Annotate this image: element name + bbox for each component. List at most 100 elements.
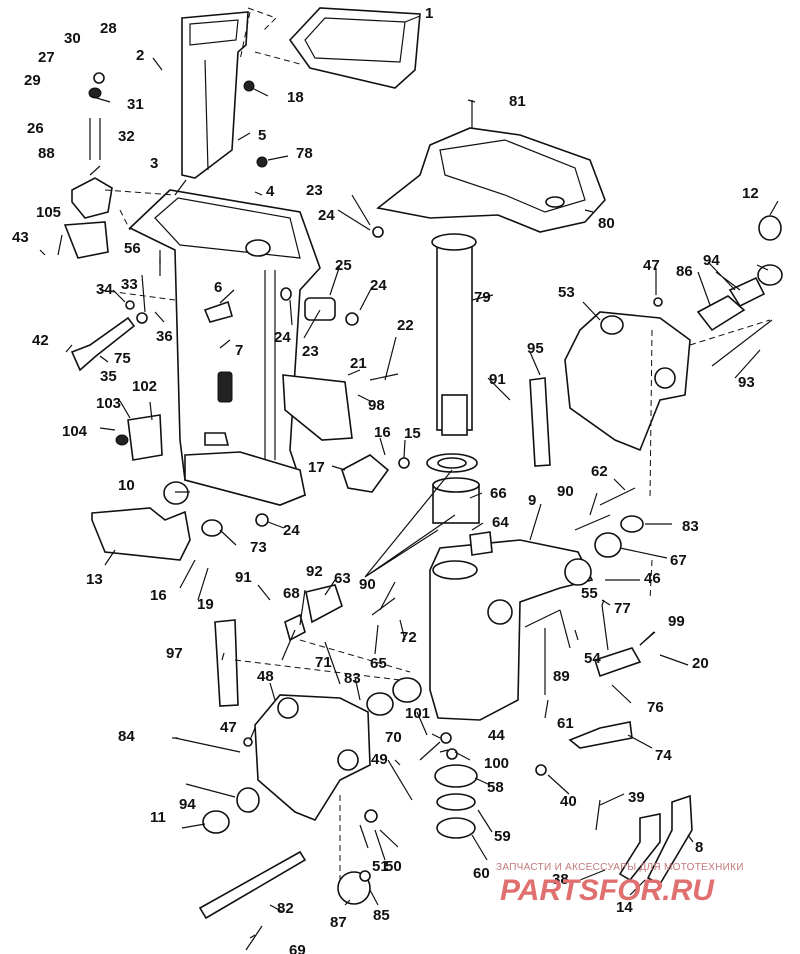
callout-55: 55: [581, 585, 598, 602]
callout-63: 63: [334, 570, 351, 587]
callout-39: 39: [628, 789, 645, 806]
callout-51: 51: [372, 858, 389, 875]
callout-56: 56: [124, 240, 141, 257]
callout-24: 24: [283, 522, 300, 539]
callout-73: 73: [250, 539, 267, 556]
callout-101: 101: [405, 705, 430, 722]
callout-86: 86: [676, 263, 693, 280]
callout-72: 72: [400, 629, 417, 646]
callout-70: 70: [385, 729, 402, 746]
callout-28: 28: [100, 20, 117, 37]
callout-29: 29: [24, 72, 41, 89]
callout-94: 94: [703, 252, 720, 269]
callout-97: 97: [166, 645, 183, 662]
callout-67: 67: [670, 552, 687, 569]
callout-47: 47: [220, 719, 237, 736]
callout-94: 94: [179, 796, 196, 813]
callout-32: 32: [118, 128, 135, 145]
callout-30: 30: [64, 30, 81, 47]
callout-1: 1: [425, 5, 433, 22]
callout-24: 24: [274, 329, 291, 346]
callout-23: 23: [302, 343, 319, 360]
callout-24: 24: [370, 277, 387, 294]
callout-61: 61: [557, 715, 574, 732]
callout-81: 81: [509, 93, 526, 110]
callout-60: 60: [473, 865, 490, 882]
callout-4: 4: [266, 183, 275, 200]
callout-2: 2: [136, 47, 144, 64]
watermark: ЗАПЧАСТИ И АКСЕССУАРЫ ДЛЯ МОТОТЕХНИКИ PA…: [496, 862, 743, 907]
callout-105: 105: [36, 204, 61, 221]
callout-6: 6: [214, 279, 222, 296]
callout-20: 20: [692, 655, 709, 672]
callout-98: 98: [368, 397, 385, 414]
callout-38: 38: [552, 871, 569, 888]
callout-66: 66: [490, 485, 507, 502]
callout-47: 47: [643, 257, 660, 274]
callout-22: 22: [397, 317, 414, 334]
callout-18: 18: [287, 89, 304, 106]
callout-103: 103: [96, 395, 121, 412]
callout-82: 82: [277, 900, 294, 917]
callout-14: 14: [616, 899, 633, 916]
callout-95: 95: [527, 340, 544, 357]
callout-16: 16: [150, 587, 167, 604]
callout-99: 99: [668, 613, 685, 630]
callout-71: 71: [315, 654, 332, 671]
callout-62: 62: [591, 463, 608, 480]
callout-48: 48: [257, 668, 274, 685]
callout-78: 78: [296, 145, 313, 162]
callout-74: 74: [655, 747, 672, 764]
callout-3: 3: [150, 155, 158, 172]
callout-26: 26: [27, 120, 44, 137]
callout-91: 91: [235, 569, 252, 586]
callout-34: 34: [96, 281, 113, 298]
callout-9: 9: [528, 492, 536, 509]
callout-58: 58: [487, 779, 504, 796]
callout-83: 83: [682, 518, 699, 535]
callout-100: 100: [484, 755, 509, 772]
callout-102: 102: [132, 378, 157, 395]
callout-23: 23: [306, 182, 323, 199]
callout-88: 88: [38, 145, 55, 162]
callout-15: 15: [404, 425, 421, 442]
callout-90: 90: [359, 576, 376, 593]
callout-31: 31: [127, 96, 144, 113]
callout-21: 21: [350, 355, 367, 372]
diagram-artwork: [39, 7, 783, 951]
callout-76: 76: [647, 699, 664, 716]
callout-7: 7: [235, 342, 243, 359]
callout-92: 92: [306, 563, 323, 580]
callout-numbers: 1234567891011121314151616171819202122232…: [12, 5, 759, 954]
callout-25: 25: [335, 257, 352, 274]
callout-90: 90: [557, 483, 574, 500]
callout-19: 19: [197, 596, 214, 613]
callout-75: 75: [114, 350, 131, 367]
callout-40: 40: [560, 793, 577, 810]
callout-43: 43: [12, 229, 29, 246]
callout-85: 85: [373, 907, 390, 924]
callout-24: 24: [318, 207, 335, 224]
callout-46: 46: [644, 570, 661, 587]
callout-49: 49: [371, 751, 388, 768]
callout-36: 36: [156, 328, 173, 345]
callout-84: 84: [118, 728, 135, 745]
callout-53: 53: [558, 284, 575, 301]
callout-50: 50: [385, 858, 402, 875]
callout-91: 91: [489, 371, 506, 388]
callout-42: 42: [32, 332, 49, 349]
callout-80: 80: [598, 215, 615, 232]
callout-69: 69: [289, 942, 306, 954]
callout-87: 87: [330, 914, 347, 931]
callout-77: 77: [614, 600, 631, 617]
callout-11: 11: [150, 809, 166, 826]
callout-68: 68: [283, 585, 300, 602]
callout-104: 104: [62, 423, 88, 440]
callout-79: 79: [474, 289, 491, 306]
callout-54: 54: [584, 650, 601, 667]
callout-8: 8: [695, 839, 703, 856]
callout-10: 10: [118, 477, 135, 494]
callout-44: 44: [488, 727, 505, 744]
callout-93: 93: [738, 374, 755, 391]
